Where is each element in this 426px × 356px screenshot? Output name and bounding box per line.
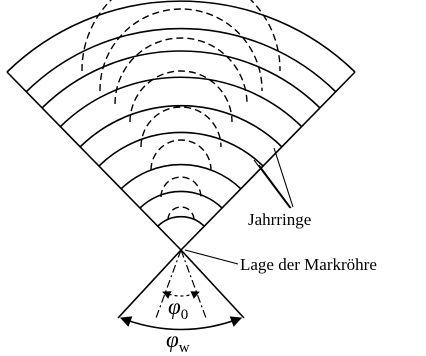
growth-ring [120, 163, 242, 190]
angle-phi-0-subscript: 0 [181, 307, 189, 323]
angle-phi-0-symbol: φ [168, 294, 181, 319]
dashed-ring [140, 106, 222, 148]
dashed-ring [167, 206, 195, 221]
sector-boundaries [6, 71, 356, 251]
dashed-ring [81, 0, 281, 71]
markroehre-leader [184, 249, 239, 265]
lower-left-line [117, 249, 182, 319]
growth-rings-dashed [81, 0, 281, 221]
dashed-ring [160, 176, 202, 198]
pith-position-label: Lage der Markröhre [240, 255, 377, 274]
growth-rings-label: Jahrringe [248, 210, 311, 229]
jahrringe-leader [273, 147, 294, 208]
right-boundary-line [180, 71, 356, 251]
growth-ring [79, 104, 283, 148]
leader-lines [184, 147, 294, 265]
growth-ring [157, 215, 205, 227]
growth-ring [59, 76, 303, 128]
growth-rings-solid [6, 0, 356, 227]
outer-angle-arc [119, 316, 243, 331]
growth-ring [25, 27, 337, 93]
inner-right-dashdot [180, 249, 207, 319]
jahrringe-leader [253, 159, 291, 209]
dashed-ring [114, 37, 248, 105]
inner-left-dashdot [155, 249, 182, 319]
angle-construction [117, 249, 245, 331]
growth-ring [98, 131, 264, 167]
growth-ring [139, 190, 223, 209]
angle-phi-w-symbol: φ [166, 327, 179, 352]
angle-phi-w-label: φw [166, 327, 190, 356]
growth-ring [6, 0, 356, 73]
lower-right-line [180, 249, 245, 319]
angle-phi-w-subscript: w [179, 340, 190, 356]
angle-phi-0-label: φ0 [168, 294, 188, 323]
growth-ring [41, 50, 321, 109]
left-boundary-line [6, 71, 182, 251]
jahrringe-leader [258, 164, 292, 209]
dashed-ring [129, 70, 233, 123]
dashed-ring [99, 8, 263, 91]
dashed-ring [150, 139, 212, 171]
inner-angle-arc [162, 291, 200, 299]
